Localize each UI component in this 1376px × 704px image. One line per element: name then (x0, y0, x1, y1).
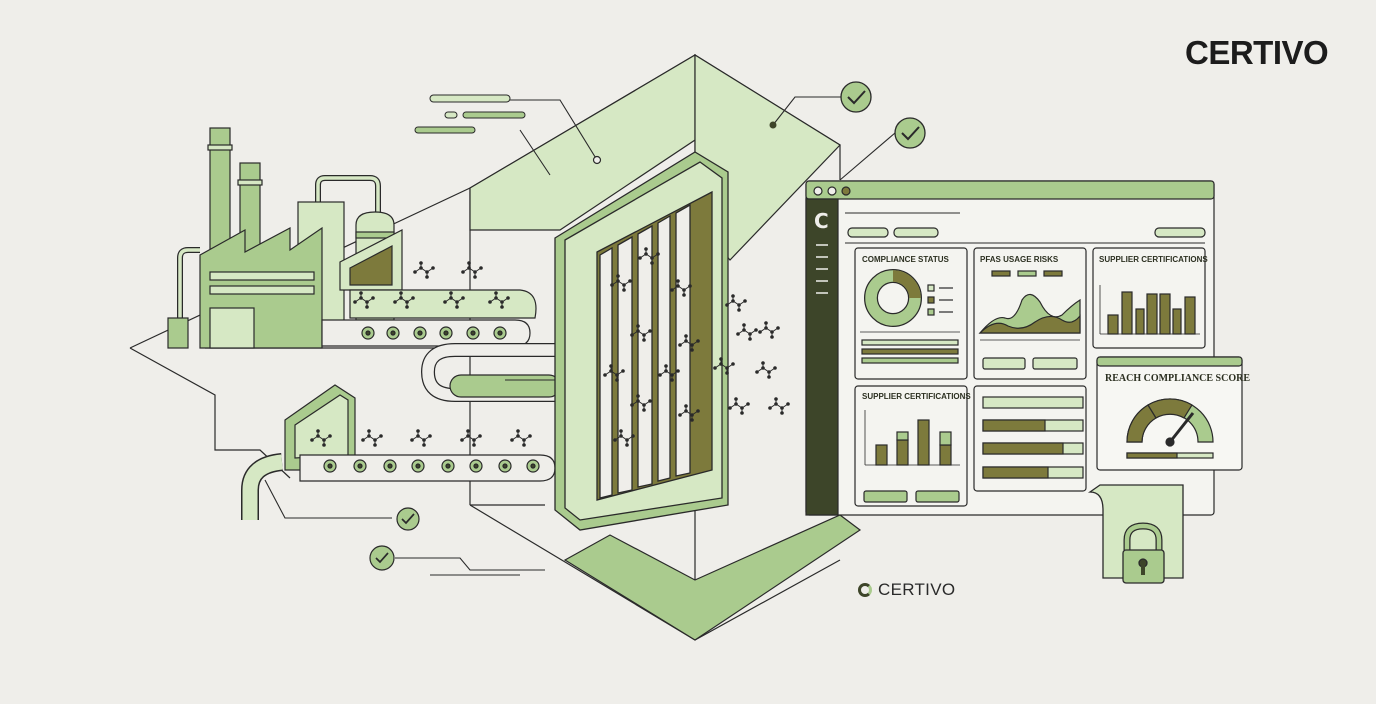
panel-title-supplier-certifications-bottom: SUPPLIER CERTIFICATIONS (862, 392, 971, 401)
dashboard-window: C (805, 180, 1243, 516)
brand-footer-text: CERTIVO (878, 580, 956, 599)
brand-logo-top: CERTIVO (1185, 34, 1329, 71)
svg-text:C: C (814, 209, 829, 233)
panel-title-reach-compliance-score: REACH COMPLIANCE SCORE (1105, 373, 1251, 384)
certivo-logo-icon (858, 583, 872, 597)
checkmark-icon (369, 545, 395, 571)
checkmark-icon (396, 507, 420, 531)
gauge-icon (1126, 398, 1214, 447)
donut-chart-icon (864, 269, 922, 327)
brand-logo-footer: CERTIVO (858, 580, 955, 600)
conveyor-icon (321, 289, 537, 347)
padlock-icon (1087, 484, 1184, 584)
hex-bottom-face (563, 514, 862, 641)
panel-title-pfas-usage-risks: PFAS USAGE RISKS (980, 255, 1059, 264)
panel-title-supplier-certifications-top: SUPPLIER CERTIFICATIONS (1099, 255, 1208, 264)
bar-chart-icon (1107, 291, 1196, 335)
area-chart-icon (978, 293, 1081, 334)
conveyor-icon (241, 384, 556, 520)
callouts (264, 96, 896, 576)
pipe (420, 343, 561, 402)
dash-lines (414, 94, 526, 134)
bar-chart-icon (875, 419, 952, 466)
hex-top-left-face (469, 53, 696, 231)
checkmark-icon (840, 81, 872, 113)
panel-title-compliance-status: COMPLIANCE STATUS (862, 255, 949, 264)
checkmark-icon (894, 117, 926, 149)
